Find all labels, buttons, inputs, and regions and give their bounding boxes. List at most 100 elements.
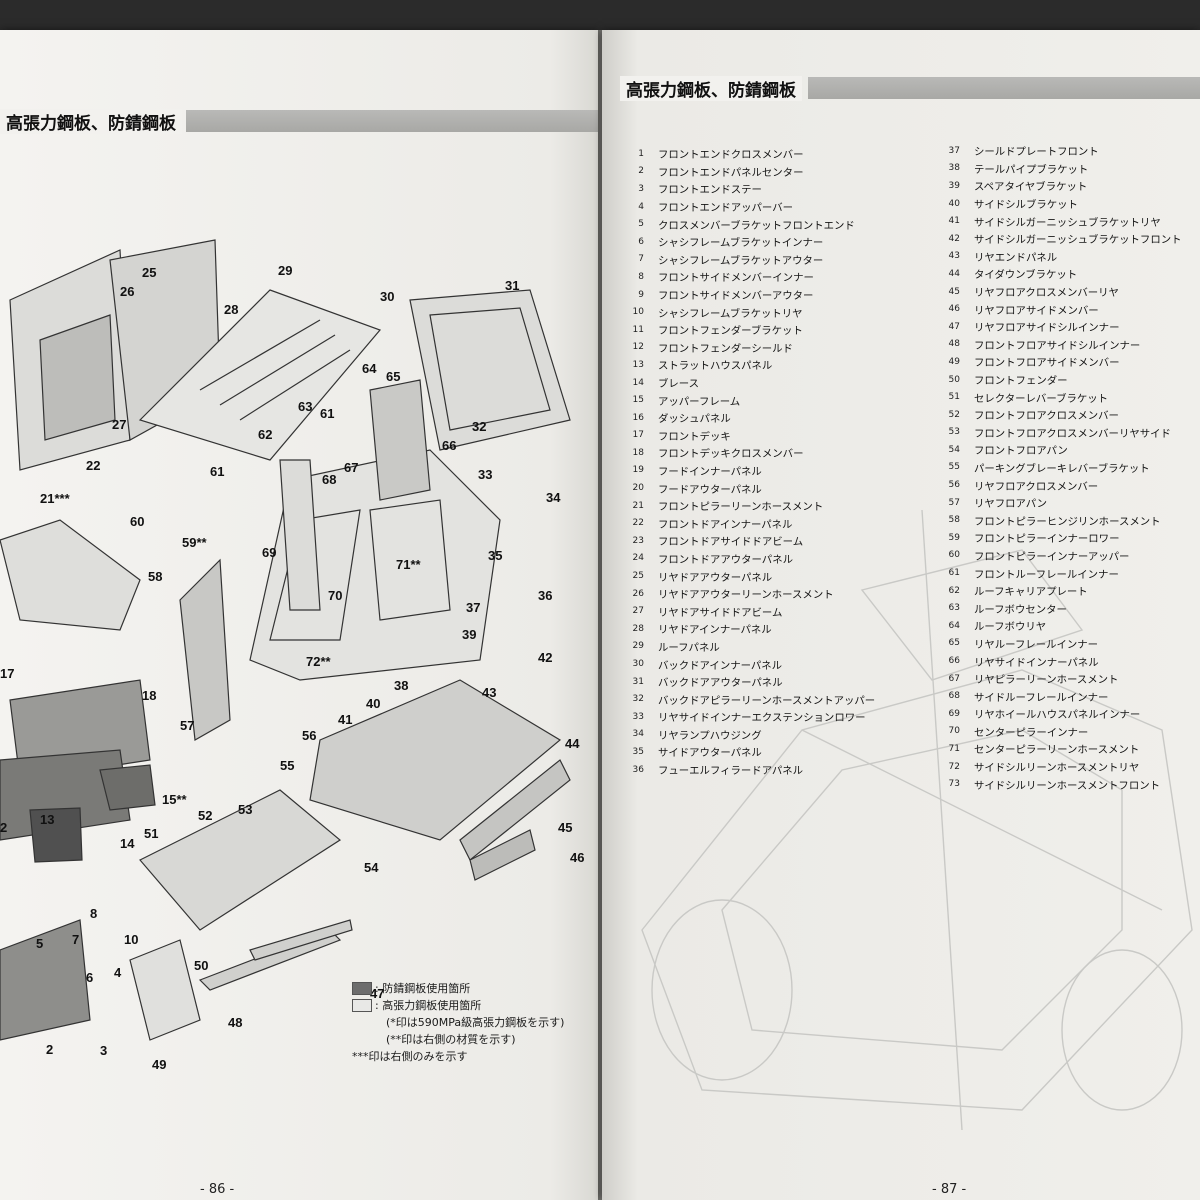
- callout-label: 67: [344, 460, 359, 475]
- part-name: フロントエンドクロスメンバー: [658, 149, 804, 162]
- part-number: 16: [632, 412, 644, 423]
- callout-label: 59**: [182, 535, 207, 550]
- callout-label: 71**: [396, 557, 421, 572]
- callout-label: 66: [442, 438, 457, 453]
- header-bar: [808, 77, 1200, 99]
- callout-label: 60: [130, 514, 145, 529]
- part-number: 19: [632, 465, 644, 476]
- part-name: サイドルーフレールインナー: [974, 691, 1109, 704]
- callout-label: 58: [148, 569, 163, 584]
- legend-note-3: ***印は右側のみを示す: [352, 1050, 468, 1063]
- part-number: 58: [948, 515, 960, 526]
- part-name: リヤルーフレールインナー: [974, 638, 1099, 651]
- callout-label: 56: [302, 728, 317, 743]
- part-name: フロントピラーインナーアッパー: [974, 550, 1130, 563]
- part-name: フロントデッキ: [658, 430, 731, 443]
- list-item: 19 フードインナーパネル: [626, 462, 875, 480]
- callout-label: 4: [114, 965, 122, 980]
- part-name: リヤランプハウジング: [658, 729, 762, 742]
- callout-label: 34: [546, 490, 561, 505]
- callout-label: 50: [194, 958, 209, 973]
- callout-label: 22: [86, 458, 101, 473]
- callout-label: 39: [462, 627, 477, 642]
- part-name: リヤフロアサイドメンバー: [974, 304, 1099, 317]
- part-number: 1: [638, 148, 644, 159]
- callout-label: 17: [0, 666, 15, 681]
- part-number: 15: [632, 395, 644, 406]
- callout-label: 53: [238, 802, 253, 817]
- part-number: 28: [632, 623, 644, 634]
- part-number: 11: [632, 324, 644, 335]
- part-name: フューエルフィラードアパネル: [658, 765, 804, 778]
- part-name: フロントピラーヒンジリンホースメント: [974, 515, 1161, 528]
- part-name: シャシフレームブラケットアウター: [658, 254, 824, 267]
- part-number: 12: [632, 342, 644, 353]
- callout-label: 31: [505, 278, 520, 293]
- part-name: パーキングブレーキレバーブラケット: [974, 462, 1150, 475]
- list-item: 1 フロントエンドクロスメンバー: [626, 145, 875, 163]
- callout-label: 41: [338, 712, 353, 727]
- callout-label: 33: [478, 467, 493, 482]
- part-number: 65: [948, 638, 960, 649]
- callout-label: 62: [258, 427, 273, 442]
- part-name: スペアタイヤブラケット: [974, 181, 1088, 194]
- part-name: バックドアピラーリーンホースメントアッパー: [658, 694, 876, 707]
- callout-label: 65: [386, 369, 401, 384]
- callout-label: 15**: [162, 792, 187, 807]
- part-number: 55: [948, 462, 960, 473]
- part-name: リヤエンドパネル: [974, 251, 1058, 264]
- list-item: 60 フロントピラーインナーアッパー: [942, 547, 1182, 565]
- part-name: リヤドアアウターパネル: [658, 571, 773, 584]
- part-number: 47: [948, 321, 960, 332]
- callout-label: 21***: [40, 491, 70, 506]
- part-name: フロントルーフレールインナー: [974, 568, 1119, 581]
- callout-label: 68: [322, 472, 337, 487]
- callout-label: 26: [120, 284, 135, 299]
- callout-label: 69: [262, 545, 277, 560]
- part-name: フロントドアアウターパネル: [658, 553, 793, 566]
- part-number: 60: [948, 550, 960, 561]
- callout-label: 27: [112, 417, 127, 432]
- part-number: 48: [948, 339, 960, 350]
- part-number: 61: [948, 568, 960, 579]
- part-name: フードインナーパネル: [658, 465, 762, 478]
- legend-dark-label: : 防錆鋼板使用箇所: [375, 982, 471, 995]
- part-name: フロントフェンダー: [974, 375, 1068, 388]
- part-number: 67: [948, 673, 960, 684]
- part-number: 49: [948, 356, 960, 367]
- callout-label: 51: [144, 826, 159, 841]
- part-name: フロントフェンダーシールド: [658, 342, 793, 355]
- legend-row-dark: : 防錆鋼板使用箇所: [352, 980, 592, 997]
- part-number: 10: [632, 307, 644, 318]
- part-number: 69: [948, 708, 960, 719]
- part-name: リヤフロアパン: [974, 498, 1048, 511]
- part-name: クロスメンバーブラケットフロントエンド: [658, 219, 855, 232]
- callout-label: 14: [120, 836, 135, 851]
- part-number: 29: [632, 641, 644, 652]
- part-number: 46: [948, 304, 960, 315]
- part-number: 73: [948, 779, 960, 790]
- part-name: フロントエンドパネルセンター: [658, 166, 804, 179]
